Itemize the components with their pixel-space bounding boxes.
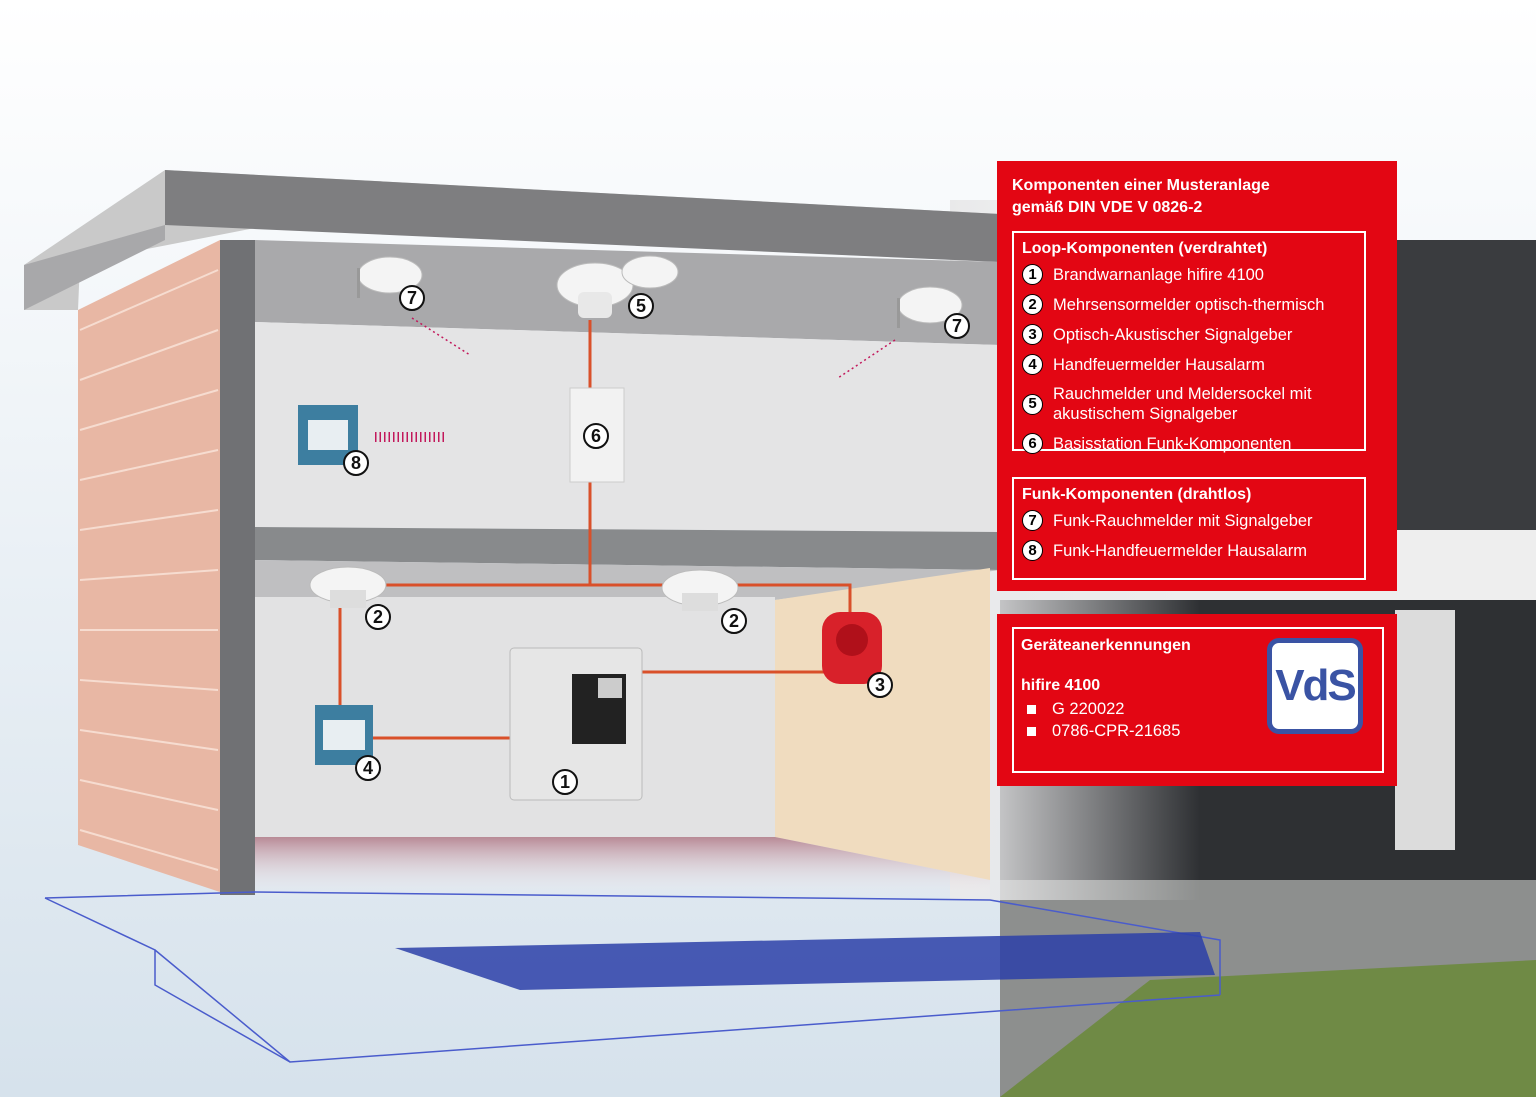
marker-2: 2 — [365, 604, 391, 630]
pool — [395, 932, 1215, 990]
manual-call-point-icon — [315, 705, 373, 765]
right-side-wall — [775, 568, 990, 880]
loop-heading: Loop-Komponenten (verdrahtet) — [1022, 240, 1268, 257]
legend-title-line2: gemäß DIN VDE V 0826-2 — [1012, 199, 1203, 216]
approvals-product: hifire 4100 — [1021, 677, 1101, 694]
approval-item: 0786-CPR-21685 — [1021, 720, 1180, 742]
approval-item: G 220022 — [1021, 698, 1180, 720]
upper-room-wall — [255, 322, 1000, 532]
fire-panel-icon — [509, 647, 643, 801]
marker-4: 4 — [355, 755, 381, 781]
legend-panel: Komponenten einer Musteranlage gemäß DIN… — [997, 161, 1397, 591]
marker-3: 3 — [867, 672, 893, 698]
approvals-box — [1012, 627, 1384, 773]
approvals-heading: Geräteanerkennungen — [1021, 637, 1191, 654]
ground-outline — [44, 891, 1221, 1063]
marker-7: 7 — [944, 313, 970, 339]
marker-6: 6 — [583, 423, 609, 449]
marker-7: 7 — [399, 285, 425, 311]
roof-front — [165, 170, 1000, 262]
floor — [255, 837, 990, 900]
smoke-detector-icon — [357, 256, 423, 298]
marker-2: 2 — [721, 608, 747, 634]
approvals-list: G 220022 0786-CPR-21685 — [1021, 698, 1180, 742]
legend-title-line1: Komponenten einer Musteranlage — [1012, 177, 1270, 194]
sounder-beacon-icon — [822, 612, 882, 684]
marker-5: 5 — [628, 293, 654, 319]
funk-heading: Funk-Komponenten (drahtlos) — [1022, 486, 1252, 503]
multisensor-detector-icon — [661, 569, 739, 611]
vds-logo: VdS — [1267, 638, 1363, 734]
approvals-panel: Geräteanerkennungen hifire 4100 G 220022… — [997, 614, 1397, 786]
marker-8: 8 — [343, 450, 369, 476]
radio-waves — [375, 317, 896, 442]
smoke-detector-icon — [897, 286, 963, 328]
brick-wall — [78, 240, 220, 892]
wiring — [338, 320, 852, 740]
multisensor-detector-icon — [309, 566, 387, 608]
smoke-detector-sounder-icon — [556, 255, 679, 318]
marker-1: 1 — [552, 769, 578, 795]
wall-column — [220, 240, 255, 895]
